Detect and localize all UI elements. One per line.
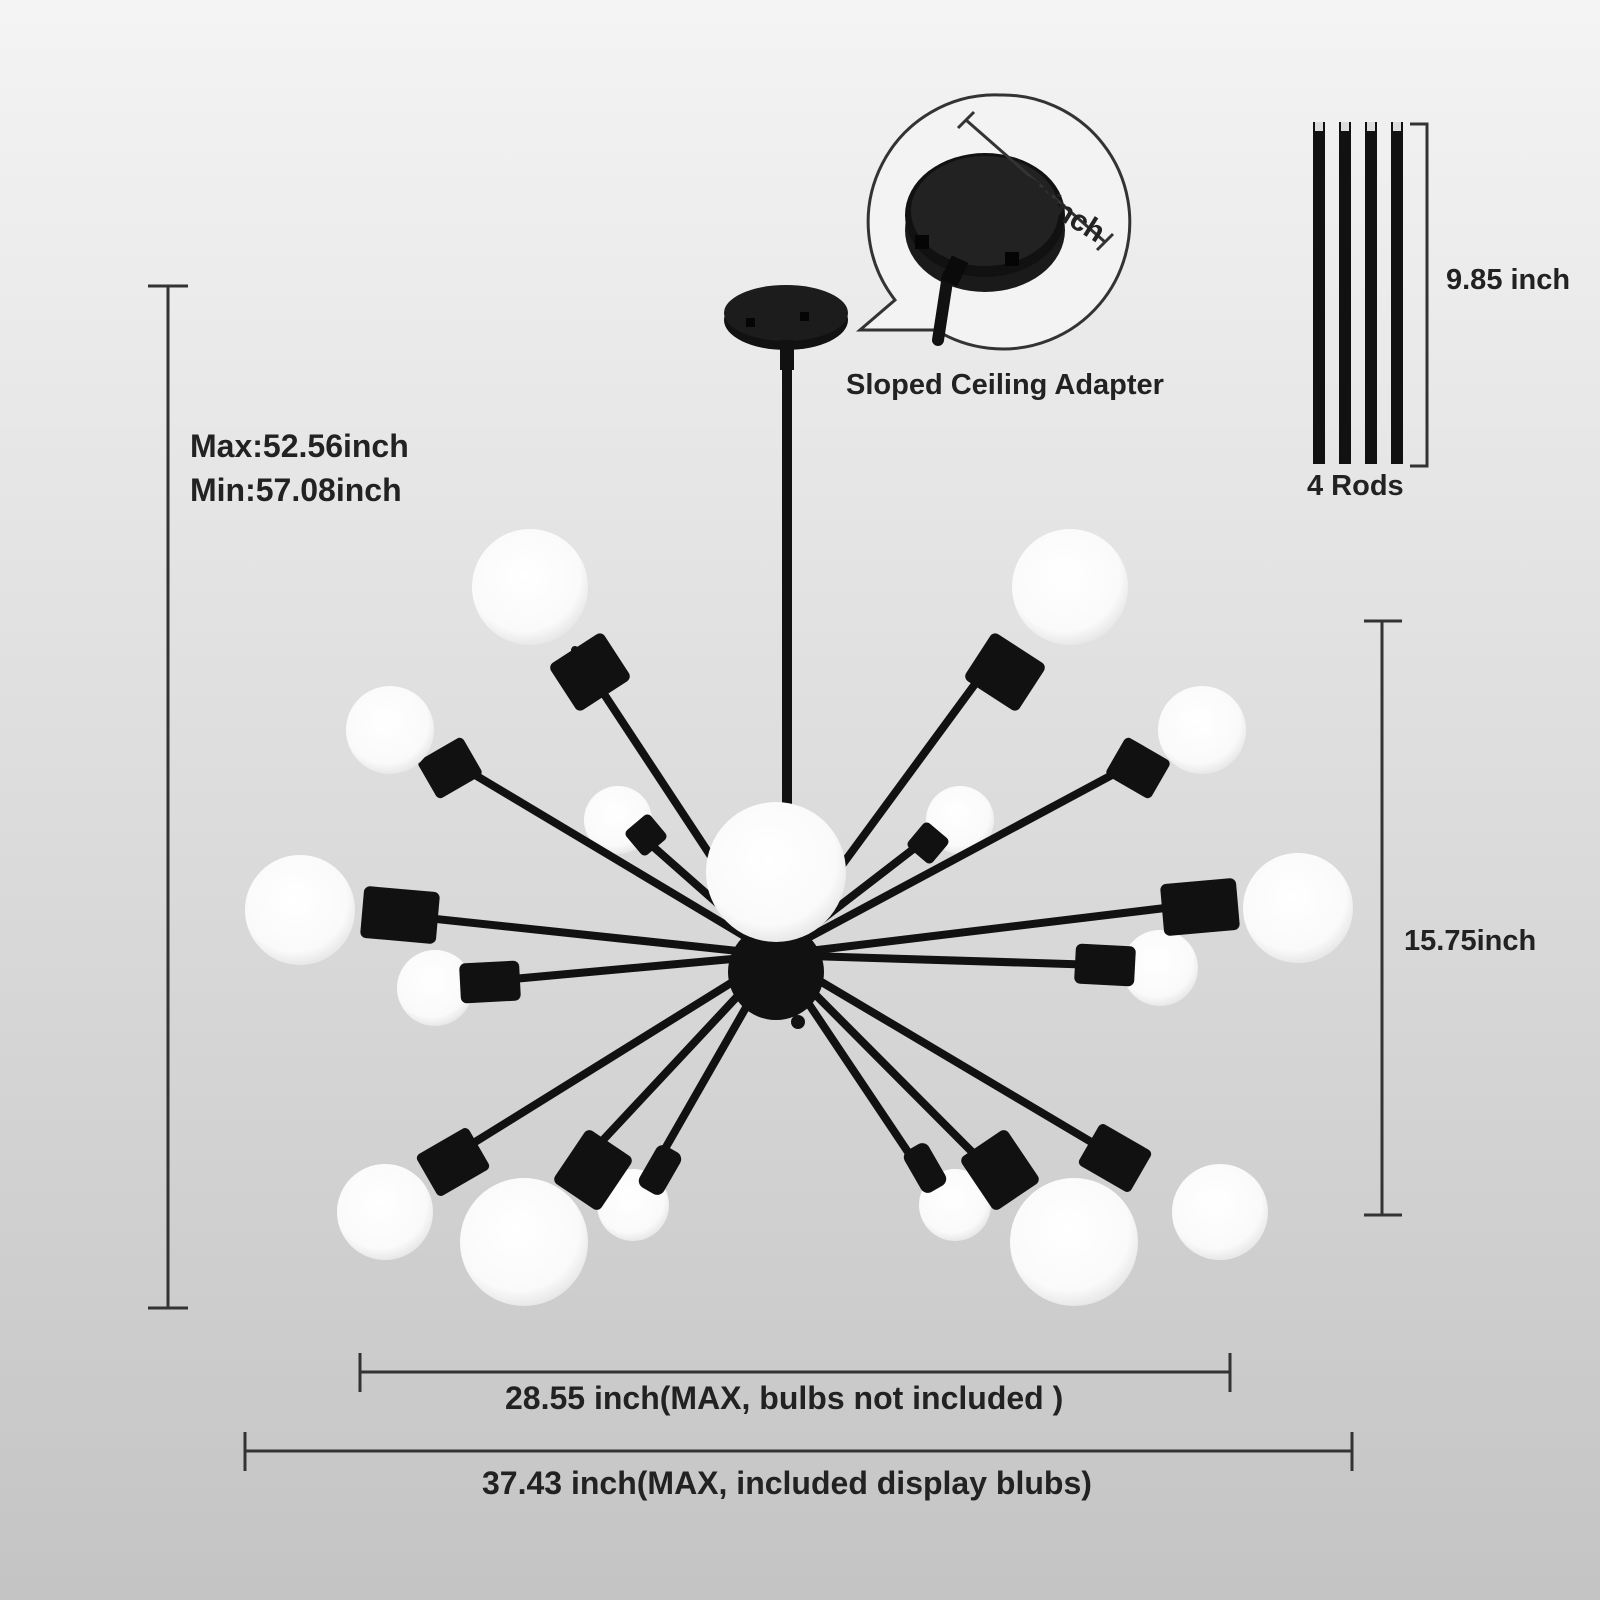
body-height-dimension-line [1364, 619, 1402, 1217]
down-rod [782, 360, 792, 950]
rod-length-bracket [1410, 122, 1429, 468]
sockets [360, 633, 1240, 1210]
front-bulbs [245, 529, 1353, 1306]
width-with-bulbs-label: 37.43 inch(MAX, included display blubs) [482, 1465, 1092, 1501]
extension-rods [1313, 122, 1403, 464]
width-dimension-line-no-bulbs [358, 1353, 1232, 1392]
width-no-bulbs-label: 28.55 inch(MAX, bulbs not included ) [505, 1380, 1064, 1416]
sputnik-chandelier [245, 285, 1353, 1306]
height-min-label: Min:57.08inch [190, 472, 402, 508]
height-dimension-line [148, 284, 188, 1310]
height-max-label: Max:52.56inch [190, 428, 409, 464]
ceiling-canopy [724, 285, 848, 370]
center-sphere [728, 924, 824, 1029]
sloped-ceiling-adapter-label: Sloped Ceiling Adapter [846, 369, 1164, 401]
rod-length-label: 9.85 inch [1446, 264, 1571, 296]
body-height-label: 15.75inch [1404, 925, 1537, 957]
rods-count-label: 4 Rods [1307, 470, 1404, 502]
width-dimension-line-with-bulbs [243, 1432, 1354, 1471]
canopy-callout [855, 93, 1132, 351]
